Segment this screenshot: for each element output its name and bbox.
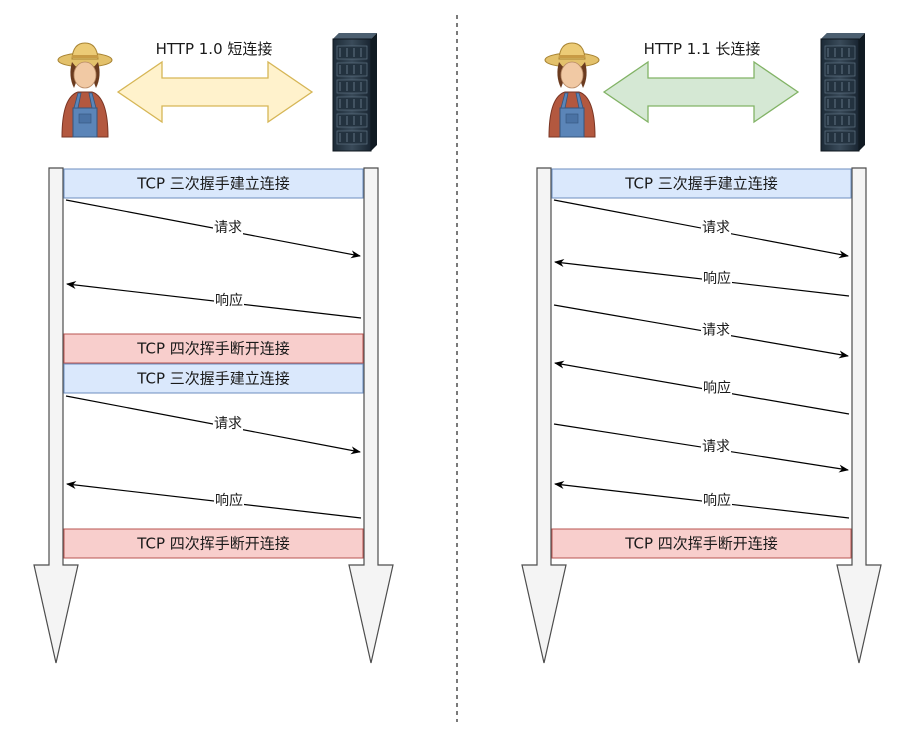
message-label: 请求 xyxy=(214,416,242,432)
request-arrow: 请求 xyxy=(65,395,361,455)
request-arrow: 请求 xyxy=(65,199,361,259)
response-arrow: 响应 xyxy=(554,360,850,415)
farmer-user-icon xyxy=(544,42,600,138)
tcp-bar: TCP 三次握手建立连接 xyxy=(63,363,364,394)
message-label: 响应 xyxy=(703,380,731,397)
panel-title: HTTP 1.0 短连接 xyxy=(156,40,273,58)
message-label: 请求 xyxy=(702,323,730,339)
client-timeline xyxy=(33,167,79,664)
server-rack-icon xyxy=(820,33,865,152)
double-arrow-icon xyxy=(602,60,800,124)
tcp-bar-label: TCP 三次握手建立连接 xyxy=(136,175,290,193)
message-label: 响应 xyxy=(703,270,731,287)
farmer-user-icon xyxy=(57,42,113,138)
tcp-bar: TCP 四次挥手断开连接 xyxy=(63,333,364,364)
timelines xyxy=(33,167,394,664)
panel-title: HTTP 1.1 长连接 xyxy=(644,40,761,58)
tcp-bar: TCP 三次握手建立连接 xyxy=(63,168,364,199)
tcp-bar-label: TCP 四次挥手断开连接 xyxy=(624,535,778,553)
message-label: 请求 xyxy=(702,220,730,236)
server-timeline xyxy=(836,167,882,664)
message-label: 请求 xyxy=(214,220,242,236)
tcp-bar: TCP 四次挥手断开连接 xyxy=(63,528,364,559)
response-arrow: 响应 xyxy=(554,259,850,297)
tcp-bar: TCP 三次握手建立连接 xyxy=(551,168,852,199)
request-arrow: 请求 xyxy=(553,199,849,259)
timelines xyxy=(521,167,882,664)
response-arrow: 响应 xyxy=(66,281,362,319)
response-arrow: 响应 xyxy=(66,481,362,519)
server-rack-icon xyxy=(332,33,377,152)
tcp-bar-label: TCP 四次挥手断开连接 xyxy=(136,535,290,553)
server-timeline xyxy=(348,167,394,664)
request-arrow: 请求 xyxy=(553,423,849,473)
tcp-bar-label: TCP 四次挥手断开连接 xyxy=(136,340,290,358)
message-label: 响应 xyxy=(215,292,243,309)
request-arrow: 请求 xyxy=(553,304,849,359)
double-arrow-icon xyxy=(116,60,314,124)
tcp-bar: TCP 四次挥手断开连接 xyxy=(551,528,852,559)
response-arrow: 响应 xyxy=(554,481,850,519)
message-label: 响应 xyxy=(215,492,243,509)
panel-http11: HTTP 1.1 长连接 TCP 三次握手建立连接请求响应请求响应请求响应TCP… xyxy=(521,33,882,664)
tcp-bar-label: TCP 三次握手建立连接 xyxy=(624,175,778,193)
message-label: 请求 xyxy=(702,439,730,455)
message-label: 响应 xyxy=(703,492,731,509)
client-timeline xyxy=(521,167,567,664)
tcp-bar-label: TCP 三次握手建立连接 xyxy=(136,370,290,388)
